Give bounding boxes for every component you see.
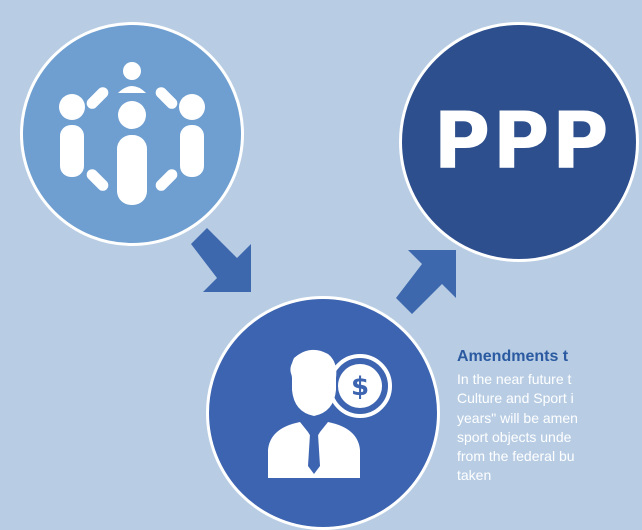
arrow-down-right-icon (191, 228, 251, 292)
investor-dollar-icon: $ (268, 349, 392, 478)
body-line: from the federal bu (457, 448, 575, 465)
body-line: Culture and Sport i (457, 390, 574, 407)
svg-text:$: $ (351, 372, 369, 402)
body-line: In the near future t (457, 371, 572, 387)
body-line: taken (457, 467, 492, 484)
body-line: sport objects unde (457, 428, 572, 445)
amendments-text-block: Amendments t In the near future t Cultur… (457, 348, 642, 526)
amendments-heading: Amendments t (457, 348, 569, 365)
people-group-icon (59, 62, 205, 205)
body-line: years" will be amen (457, 409, 578, 426)
ppp-label: PPP (433, 97, 611, 187)
investor-circle: $ (206, 296, 440, 530)
arrow-up-right-icon (396, 250, 456, 314)
people-circle (20, 22, 244, 246)
ppp-circle: PPP (399, 22, 639, 262)
